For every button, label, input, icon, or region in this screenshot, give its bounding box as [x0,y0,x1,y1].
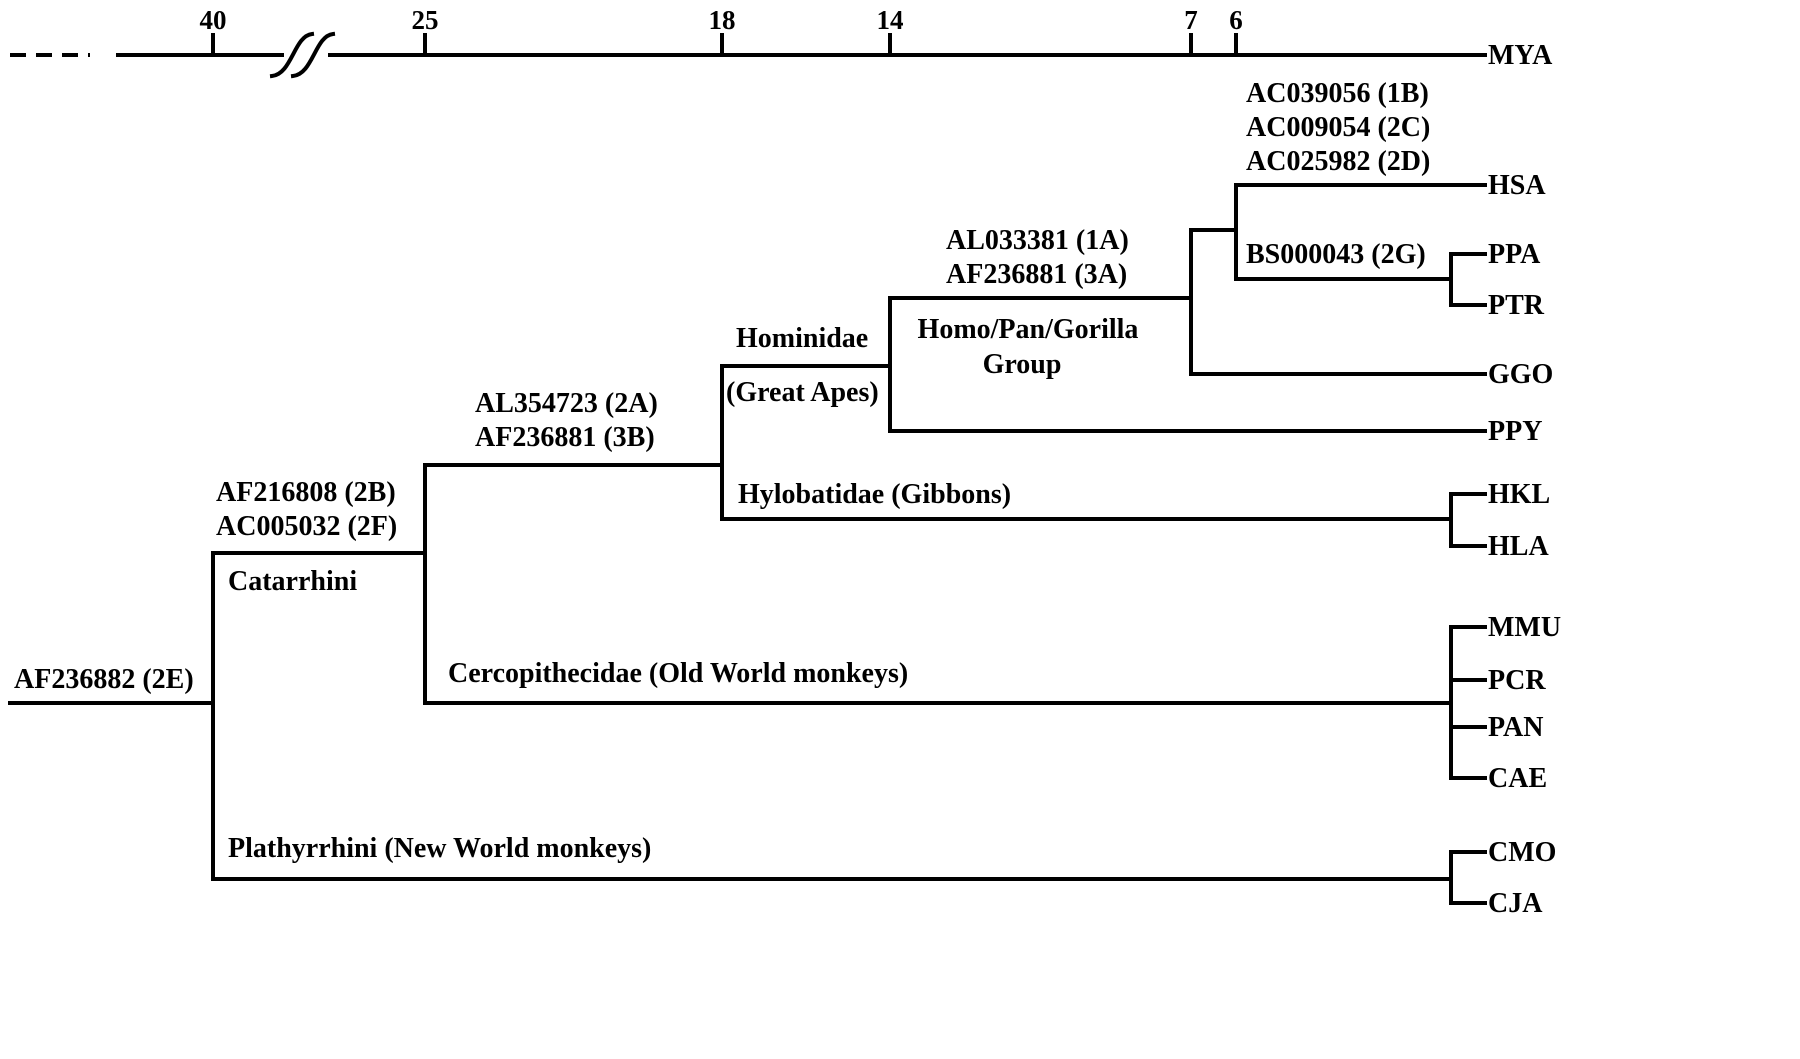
clade-label-hpg-line2: Group [983,349,1062,380]
tree-branches [8,183,1487,905]
clade-label-cercopithecidae: Cercopithecidae (Old World monkeys) [448,658,908,689]
taxon-label-ppa: PPA [1488,239,1541,270]
time-axis: 40 25 18 14 7 6 MYA [10,5,1553,79]
accession-label-hpg-1: AL033381 (1A) [946,225,1129,256]
clade-label-great-apes: (Great Apes) [726,377,879,408]
taxon-label-pan: PAN [1488,712,1543,743]
axis-unit-label: MYA [1488,40,1553,71]
taxon-label-cae: CAE [1488,763,1547,794]
accession-label-pan: BS000043 (2G) [1246,239,1426,270]
taxon-label-pcr: PCR [1488,665,1546,696]
axis-tick-label-18: 18 [709,5,736,35]
taxon-label-ggo: GGO [1488,359,1553,390]
taxon-label-hla: HLA [1488,531,1549,562]
taxon-label-cmo: CMO [1488,837,1556,868]
taxon-label-ppy: PPY [1488,416,1542,447]
axis-tick-label-25: 25 [412,5,439,35]
taxon-label-hsa: HSA [1488,170,1546,201]
accession-label-human-2: AC009054 (2C) [1246,112,1430,143]
accession-labels: AF236882 (2E) AF216808 (2B) AC005032 (2F… [14,78,1430,695]
taxon-labels: HSA PPA PTR GGO PPY HKL HLA MMU PCR PAN … [1488,170,1561,919]
clade-label-hominidae: Hominidae [736,323,868,354]
axis-tick-label-7: 7 [1184,5,1198,35]
axis-tick-label-14: 14 [877,5,904,35]
accession-label-apes-2: AF236881 (3B) [475,422,655,453]
axis-break-mark [269,31,336,79]
accession-label-human-1: AC039056 (1B) [1246,78,1429,109]
accession-label-catarrhini-2: AC005032 (2F) [216,511,397,542]
clade-labels: Catarrhini Hominidae (Great Apes) Homo/P… [228,314,1138,864]
taxon-label-mmu: MMU [1488,612,1561,643]
taxon-label-hkl: HKL [1488,479,1550,510]
taxon-label-ptr: PTR [1488,290,1545,321]
accession-label-apes-1: AL354723 (2A) [475,388,658,419]
clade-label-catarrhini: Catarrhini [228,566,357,597]
accession-label-root: AF236882 (2E) [14,664,194,695]
taxon-label-cja: CJA [1488,888,1543,919]
clade-label-hylobatidae: Hylobatidae (Gibbons) [738,479,1011,510]
clade-label-platyrrhini: Plathyrrhini (New World monkeys) [228,833,651,864]
accession-label-human-3: AC025982 (2D) [1246,146,1430,177]
axis-tick-label-6: 6 [1229,5,1243,35]
axis-tick-label-40: 40 [200,5,227,35]
accession-label-hpg-2: AF236881 (3A) [946,259,1127,290]
accession-label-catarrhini-1: AF216808 (2B) [216,477,396,508]
clade-label-hpg-line1: Homo/Pan/Gorilla [918,314,1139,345]
